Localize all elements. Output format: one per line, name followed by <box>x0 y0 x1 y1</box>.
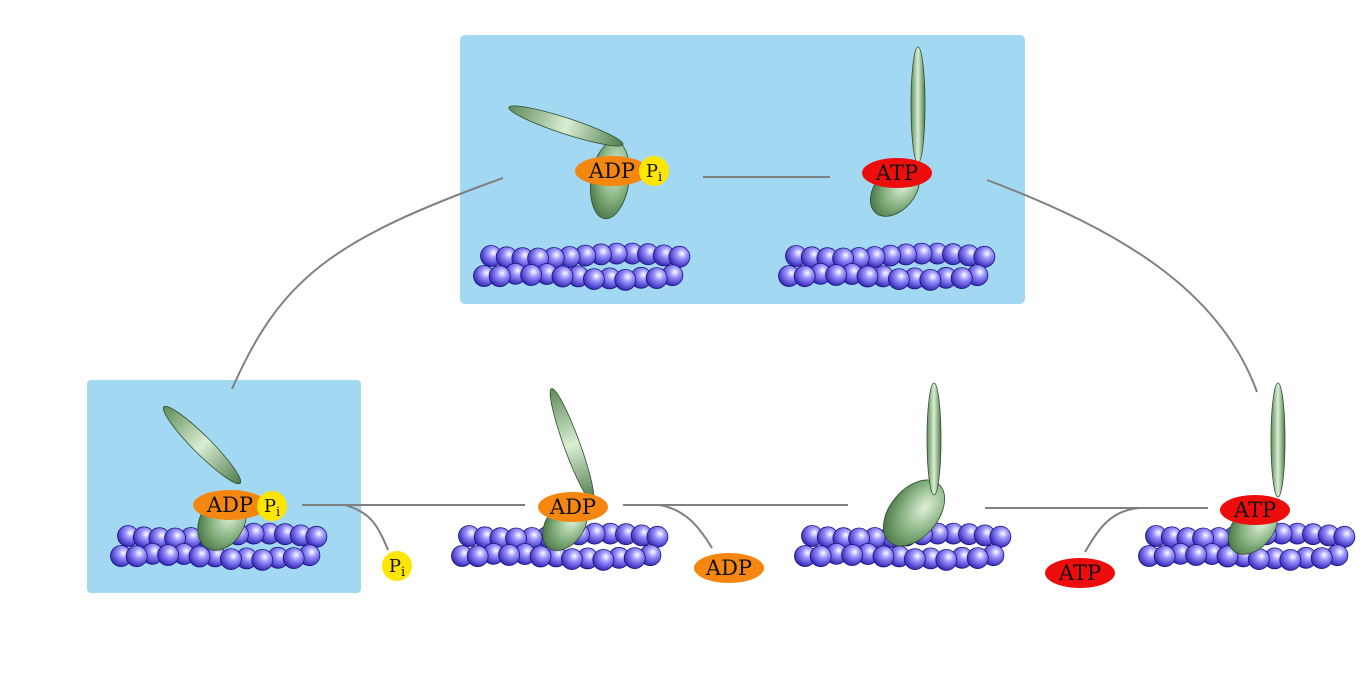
actin-bead <box>466 545 489 568</box>
actin-bead <box>809 545 832 568</box>
atp-token-bottom-4: ATP <box>1220 495 1290 525</box>
actin-bead <box>904 548 926 570</box>
pi-circle <box>639 156 669 186</box>
atp-label: ATP <box>1058 561 1101 585</box>
actin-bead <box>841 544 863 566</box>
actin-bead <box>305 525 328 548</box>
actin-bead <box>592 549 615 571</box>
actin-bead <box>935 549 958 571</box>
actin-bead <box>282 547 305 569</box>
adp-pi-token-bottom: ADP Pi <box>193 490 287 521</box>
actin-bead <box>529 545 552 568</box>
actin-bead <box>219 548 242 570</box>
adp-label: ADP <box>705 556 752 580</box>
actin-bead <box>973 245 996 268</box>
actin-bead <box>646 525 669 548</box>
adp-label: ADP <box>588 159 635 183</box>
actin-bead <box>498 544 521 566</box>
atp-ellipse <box>1045 558 1115 588</box>
lever-arm-icon <box>508 105 624 147</box>
lever-arm-icon <box>926 382 942 496</box>
lever-arm-icon <box>549 388 595 502</box>
adp-token-bottom-2: ADP <box>538 492 608 522</box>
lever-arm-icon <box>1270 382 1286 498</box>
pi-label: Pi <box>389 556 405 580</box>
actin-bead <box>872 545 895 568</box>
adp-release-branch <box>659 504 713 549</box>
actin-bead <box>551 265 574 288</box>
actin-bead <box>919 268 942 291</box>
actin-bead <box>825 264 847 286</box>
actin-bead <box>125 545 148 568</box>
actin-bead <box>1216 545 1239 568</box>
top-panel <box>460 35 1025 304</box>
actin-bead <box>561 548 583 570</box>
actin-filament-top-2 <box>778 242 996 291</box>
actin-bead <box>856 265 879 288</box>
pi-release-branch <box>344 504 389 551</box>
atp-binding-branch <box>1084 507 1141 553</box>
actin-bead <box>1153 545 1176 568</box>
adp-ellipse <box>193 490 267 520</box>
actin-bead <box>1279 549 1302 571</box>
lever-arm-icon <box>162 405 242 485</box>
actin-bead <box>645 267 668 290</box>
actin-bead <box>668 245 691 268</box>
arc-left <box>231 177 504 390</box>
actin-bead <box>950 267 973 290</box>
actin-bead <box>614 268 637 291</box>
adp-ellipse <box>575 156 649 186</box>
actin-bead <box>1310 547 1333 569</box>
actin-bead <box>623 547 646 569</box>
atp-label: ATP <box>875 161 918 185</box>
actin-bead <box>520 264 542 286</box>
adp-label: ADP <box>549 495 596 519</box>
actin-bead <box>989 525 1012 548</box>
pi-circle <box>382 551 412 581</box>
adp-pi-token-top: ADP Pi <box>575 156 669 186</box>
pi-label: Pi <box>646 161 662 185</box>
actin-bead <box>793 265 816 288</box>
arc-right <box>986 179 1258 393</box>
actin-bead <box>157 544 180 566</box>
atp-ellipse <box>1220 495 1290 525</box>
incoming-atp-token: ATP <box>1045 558 1115 588</box>
actin-filament-3 <box>794 522 1012 571</box>
adp-label: ADP <box>206 493 253 517</box>
actin-filament-2 <box>451 522 669 571</box>
actin-bead <box>251 549 274 571</box>
adp-ellipse <box>694 553 764 583</box>
adp-ellipse <box>538 492 608 522</box>
myosin-bottom-3 <box>883 382 945 547</box>
actin-bead <box>888 268 910 291</box>
released-pi-token: Pi <box>382 551 412 581</box>
connector-lines <box>231 176 1258 553</box>
pi-label: Pi <box>264 496 280 520</box>
actin-bead <box>188 545 211 568</box>
pi-circle <box>257 491 287 521</box>
actin-bead <box>966 547 989 569</box>
atp-label: ATP <box>1233 498 1276 522</box>
actin-bead <box>1185 544 1207 566</box>
actin-bead <box>583 268 605 291</box>
released-adp-token: ADP <box>694 553 764 583</box>
actin-bead <box>1333 525 1356 548</box>
lever-arm-icon <box>910 46 926 164</box>
atp-ellipse <box>862 158 932 188</box>
actin-bead <box>488 265 511 288</box>
atp-token-top: ATP <box>862 158 932 188</box>
actin-filament-top-1 <box>473 242 691 291</box>
